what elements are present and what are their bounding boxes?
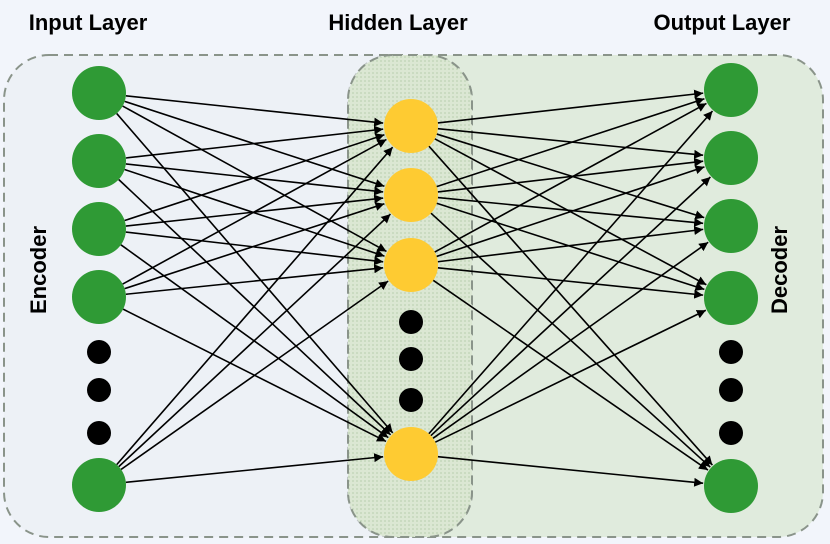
input-node-1 [72, 66, 126, 120]
hidden-node-3 [384, 238, 438, 292]
input-layer-title: Input Layer [29, 10, 148, 35]
hidden-node-2 [384, 168, 438, 222]
edge-hidden-3-output-3 [437, 226, 704, 263]
connections [116, 89, 714, 487]
edge-input-1-hidden-3 [122, 105, 387, 253]
edge-input-5-hidden-4 [125, 453, 384, 484]
output-layer-title: Output Layer [654, 10, 791, 35]
edge-input-1-hidden-4 [116, 112, 394, 434]
input-ellipsis-dot-1 [87, 340, 111, 364]
hidden-layer-title: Hidden Layer [328, 10, 468, 35]
input-node-2 [72, 134, 126, 188]
output-ellipsis-dot-3 [719, 421, 743, 445]
output-node-5 [704, 459, 758, 513]
edge-input-4-hidden-3 [125, 264, 384, 296]
edge-hidden-2-output-3 [437, 196, 704, 227]
edge-hidden-1-output-1 [437, 89, 704, 124]
hidden-ellipsis-dot-2 [399, 347, 423, 371]
edge-input-1-hidden-1 [125, 95, 384, 127]
edge-hidden-4-output-5 [437, 455, 704, 487]
nodes [72, 63, 758, 513]
edge-input-4-hidden-1 [122, 138, 387, 285]
edge-hidden-3-output-5 [432, 279, 709, 471]
hidden-node-1 [384, 99, 438, 153]
hidden-ellipsis-dot-1 [399, 310, 423, 334]
output-ellipsis-dot-1 [719, 340, 743, 364]
edge-hidden-3-output-4 [437, 266, 704, 299]
hidden-ellipsis-dot-3 [399, 388, 423, 412]
edge-input-5-hidden-3 [120, 280, 389, 471]
edge-hidden-3-output-1 [434, 102, 707, 253]
edge-input-5-hidden-2 [118, 213, 392, 468]
hidden-node-4 [384, 427, 438, 481]
edge-hidden-4-output-1 [428, 110, 714, 435]
output-node-3 [704, 199, 758, 253]
input-ellipsis-dot-3 [87, 421, 111, 445]
output-node-4 [704, 271, 758, 325]
output-ellipsis-dot-2 [719, 378, 743, 402]
edge-hidden-4-output-4 [434, 309, 707, 443]
encoder-label: Encoder [26, 226, 51, 314]
edge-hidden-2-output-1 [436, 97, 705, 188]
edge-input-2-hidden-1 [125, 125, 384, 159]
edge-hidden-3-output-2 [436, 165, 705, 258]
edge-input-4-hidden-2 [124, 202, 385, 290]
input-node-5 [72, 458, 126, 512]
input-node-3 [72, 202, 126, 256]
output-node-1 [704, 63, 758, 117]
decoder-label: Decoder [767, 226, 792, 314]
input-ellipsis-dot-2 [87, 378, 111, 402]
edge-hidden-4-output-3 [432, 241, 709, 439]
edge-hidden-2-output-2 [437, 157, 704, 193]
edge-input-3-hidden-1 [124, 133, 385, 222]
edge-hidden-4-output-2 [430, 176, 711, 437]
edge-input-5-hidden-1 [116, 146, 394, 466]
output-node-2 [704, 131, 758, 185]
input-node-4 [72, 270, 126, 324]
